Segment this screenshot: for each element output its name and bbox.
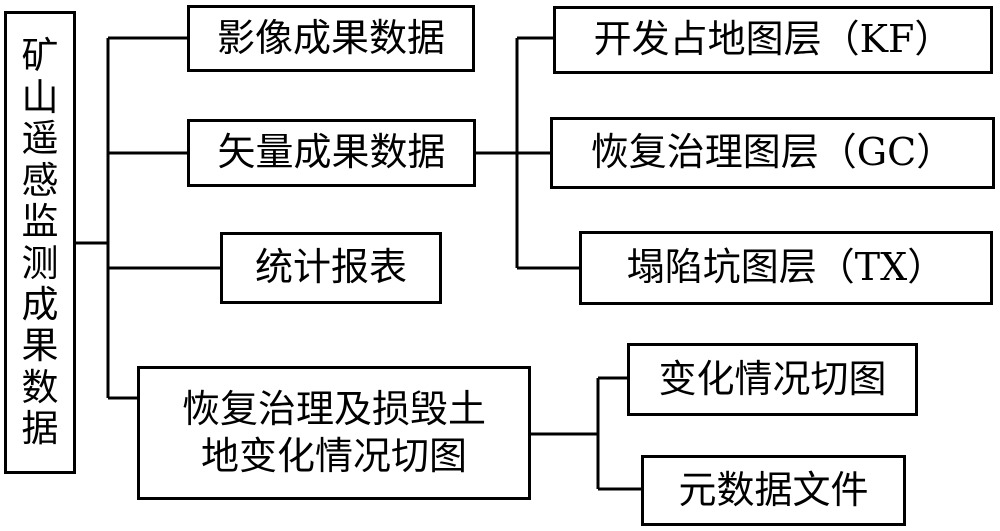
node-maps: 恢复治理及损毁土 地变化情况切图 [137, 366, 531, 500]
node-tx-layer: 塌陷坑图层（TX） [579, 231, 993, 305]
node-report-label: 统计报表 [254, 245, 407, 290]
root-label-char: 遥 [21, 117, 59, 161]
root-label-char: 山 [21, 75, 59, 119]
node-statistical-report: 统计报表 [220, 232, 442, 304]
root-label-char: 据 [21, 407, 59, 451]
node-metadata-file: 元数据文件 [641, 455, 906, 526]
node-meta-label: 元数据文件 [678, 467, 869, 512]
node-kf-label: 开发占地图层（KF） [593, 17, 953, 62]
root-label-char: 数 [21, 365, 59, 409]
node-vector-results: 矢量成果数据 [187, 119, 476, 187]
node-maps-line1: 恢复治理及损毁土 [181, 386, 486, 431]
root-label-char: 监 [21, 200, 59, 244]
node-vector-label: 矢量成果数据 [217, 130, 446, 175]
node-gc-layer: 恢复治理图层（GC） [550, 117, 995, 189]
node-maps-line2: 地变化情况切图 [200, 434, 467, 478]
node-imagery-results: 影像成果数据 [187, 5, 475, 72]
node-imagery-label: 影像成果数据 [216, 15, 445, 60]
root-label-char: 测 [21, 241, 59, 285]
node-change-label: 变化情况切图 [658, 356, 887, 401]
root-node: 矿山遥感监测成果数据 [4, 11, 76, 474]
node-change-maps: 变化情况切图 [627, 343, 918, 416]
root-label-char: 感 [21, 158, 59, 202]
node-tx-label: 塌陷坑图层（TX） [626, 245, 946, 290]
node-gc-label: 恢复治理图层（GC） [590, 130, 955, 175]
root-label-char: 成 [21, 282, 59, 326]
root-label-char: 果 [21, 324, 59, 368]
root-label-char: 矿 [21, 34, 59, 78]
node-kf-layer: 开发占地图层（KF） [553, 6, 993, 74]
